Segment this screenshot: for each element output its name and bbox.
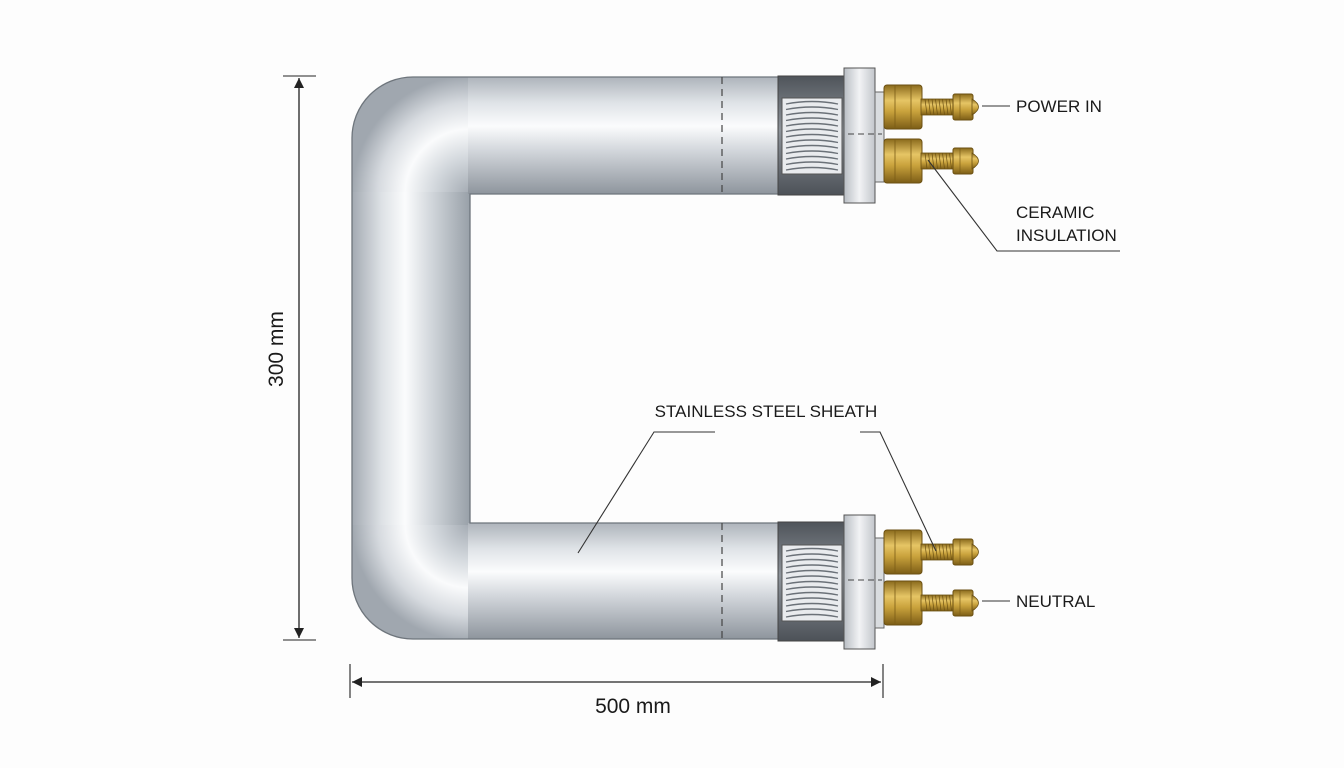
spacer-bottom: [874, 537, 885, 629]
leader-sheath-right: [860, 431, 937, 552]
coil-winding: [785, 558, 839, 563]
coil-winding: [785, 602, 839, 607]
tube-outline: [351, 76, 780, 640]
coil-winding: [785, 106, 839, 111]
tube-corner-bottom: [352, 523, 470, 639]
label-neutral: NEUTRAL: [1016, 592, 1095, 611]
label-ceramic-line1: CERAMIC: [1016, 203, 1094, 222]
coil-winding: [785, 591, 839, 596]
coil-winding: [785, 150, 839, 155]
sheath-tube: [351, 76, 780, 640]
tube-bottom-leg: [468, 523, 780, 639]
stud-tip: [971, 98, 979, 116]
dimension-width-label: 500 mm: [595, 695, 671, 718]
stud-tip: [971, 152, 979, 170]
leader-sheath-left: [577, 431, 715, 554]
coil-winding: [785, 608, 839, 613]
coil-winding: [785, 144, 839, 149]
label-sheath: STAINLESS STEEL SHEATH: [655, 402, 878, 421]
hex-nut-large: [883, 580, 923, 626]
label-power-in: POWER IN: [1016, 97, 1102, 116]
coil-winding: [785, 139, 839, 144]
tube-top-leg: [468, 77, 780, 194]
coil-window-bottom: [781, 544, 843, 622]
label-ceramic-line2: INSULATION: [1016, 226, 1117, 245]
coil-winding: [785, 155, 839, 160]
coil-winding: [785, 575, 839, 580]
terminal-assembly-bottom: [777, 514, 885, 650]
terminal-assembly-top: [777, 67, 885, 204]
stud-power-in-upper: [883, 84, 979, 130]
dimension-width: 500 mm: [349, 664, 884, 718]
leader-lines: [577, 105, 1120, 602]
terminal-studs: [883, 84, 979, 626]
stud-tip: [971, 594, 979, 612]
tube-corner-top: [352, 77, 470, 194]
hex-nut-small: [952, 589, 974, 617]
tube-vertical-leg: [352, 192, 470, 525]
stud-neutral-lower: [883, 580, 979, 626]
coil-winding: [785, 161, 839, 166]
coil-winding: [785, 122, 839, 127]
coil-winding: [785, 547, 839, 552]
dimension-height-label: 300 mm: [265, 311, 288, 387]
coil-winding: [785, 553, 839, 558]
coil-window-top: [781, 97, 843, 175]
coil-winding: [785, 100, 839, 105]
coil-winding: [785, 569, 839, 574]
coil-winding: [785, 128, 839, 133]
flange-bottom: [843, 514, 876, 650]
coil-winding: [785, 597, 839, 602]
stud-power-in-lower: [883, 138, 979, 184]
stud-tip: [971, 543, 979, 561]
hex-nut-large: [883, 84, 923, 130]
hex-nut-small: [952, 147, 974, 175]
leader-ceramic: [927, 159, 1120, 252]
hex-nut-large: [883, 138, 923, 184]
coil-winding: [785, 580, 839, 585]
hex-nut-small: [952, 93, 974, 121]
dimension-height: 300 mm: [265, 75, 316, 641]
coil-winding: [785, 117, 839, 122]
spacer-top: [874, 91, 885, 183]
coil-winding: [785, 166, 839, 171]
coil-winding: [785, 613, 839, 618]
coil-winding: [785, 133, 839, 138]
hex-nut-large: [883, 529, 923, 575]
coil-winding: [785, 564, 839, 569]
flange-top: [843, 67, 876, 204]
hex-nut-small: [952, 538, 974, 566]
stud-neutral-upper: [883, 529, 979, 575]
coil-winding: [785, 586, 839, 591]
coil-winding: [785, 111, 839, 116]
